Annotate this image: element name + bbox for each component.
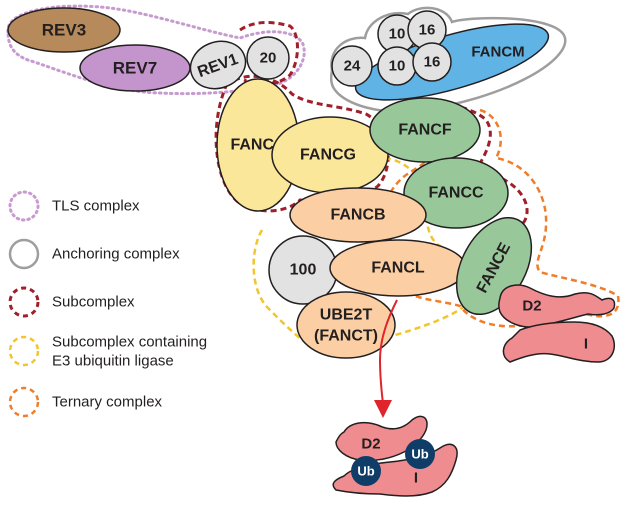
tls-complex-outline bbox=[6, 4, 306, 96]
protein-16-bottom bbox=[412, 42, 452, 82]
legend-label-tls: TLS complex bbox=[52, 198, 140, 215]
rev3-label: REV3 bbox=[42, 21, 86, 40]
rev1-protein bbox=[189, 40, 247, 90]
d2-protein bbox=[498, 284, 616, 328]
d2-label: D2 bbox=[522, 298, 541, 315]
i-product-label: I bbox=[414, 470, 418, 487]
fancl-label: FANCL bbox=[371, 260, 425, 277]
fancf-protein bbox=[369, 97, 481, 163]
protein-16-top-label: 16 bbox=[419, 22, 436, 39]
ube2t-label-line1: UBE2T bbox=[320, 307, 373, 324]
anchoring-complex-outline bbox=[329, 6, 567, 113]
i-label: I bbox=[584, 336, 588, 353]
ubiquitin-2-label: Ub bbox=[411, 447, 428, 462]
legend-swatch-anchoring bbox=[8, 238, 40, 270]
fancc-protein bbox=[403, 157, 509, 229]
protein-20 bbox=[246, 36, 290, 80]
ubiquitin-2 bbox=[405, 439, 435, 469]
legend-label-e3-line1: Subcomplex containing bbox=[52, 334, 207, 351]
ubiquitin-1-label: Ub bbox=[357, 464, 374, 479]
protein-10-top-label: 10 bbox=[389, 26, 406, 43]
subcomplex-outline-fanca bbox=[214, 74, 390, 213]
fancf-label: FANCF bbox=[398, 122, 452, 139]
ubiquitin-1 bbox=[351, 456, 381, 486]
fancb-label: FANCB bbox=[330, 207, 385, 224]
d2-product-label: D2 bbox=[361, 436, 380, 453]
ube2t-protein bbox=[296, 291, 396, 359]
ubiquitination-arrow bbox=[378, 299, 398, 405]
legend: TLS complex Anchoring complex Subcomplex… bbox=[8, 190, 207, 418]
rev3-protein bbox=[7, 7, 121, 53]
legend-label-subcomplex: Subcomplex bbox=[52, 294, 135, 311]
legend-swatch-ternary bbox=[8, 386, 40, 418]
fancg-label: FANCG bbox=[300, 147, 356, 164]
legend-swatch-e3 bbox=[8, 335, 40, 367]
legend-label-e3-line2: E3 ubiquitin ligase bbox=[52, 353, 174, 370]
legend-label-anchoring: Anchoring complex bbox=[52, 246, 180, 263]
legend-swatch-tls bbox=[8, 190, 40, 222]
legend-swatch-subcomplex bbox=[8, 286, 40, 318]
fancb-protein bbox=[289, 187, 427, 243]
i-protein bbox=[502, 321, 616, 363]
protein-24-label: 24 bbox=[344, 58, 361, 75]
legend-label-ternary: Ternary complex bbox=[52, 394, 163, 411]
protein-24 bbox=[331, 45, 373, 87]
fancc-label: FANCC bbox=[428, 185, 484, 202]
rev7-label: REV7 bbox=[113, 59, 157, 78]
protein-100-label: 100 bbox=[290, 262, 317, 279]
fancm-label: FANCM bbox=[471, 44, 524, 61]
ubiquitination-arrowhead bbox=[374, 400, 392, 418]
protein-16-bottom-label: 16 bbox=[424, 54, 441, 71]
protein-20-label: 20 bbox=[260, 50, 277, 67]
ube2t-label-line2: (FANCT) bbox=[314, 328, 378, 345]
e3-subcomplex-outline bbox=[252, 157, 467, 355]
subcomplex-outline-rev1 bbox=[239, 21, 299, 86]
protein-10-bottom-label: 10 bbox=[389, 58, 406, 75]
